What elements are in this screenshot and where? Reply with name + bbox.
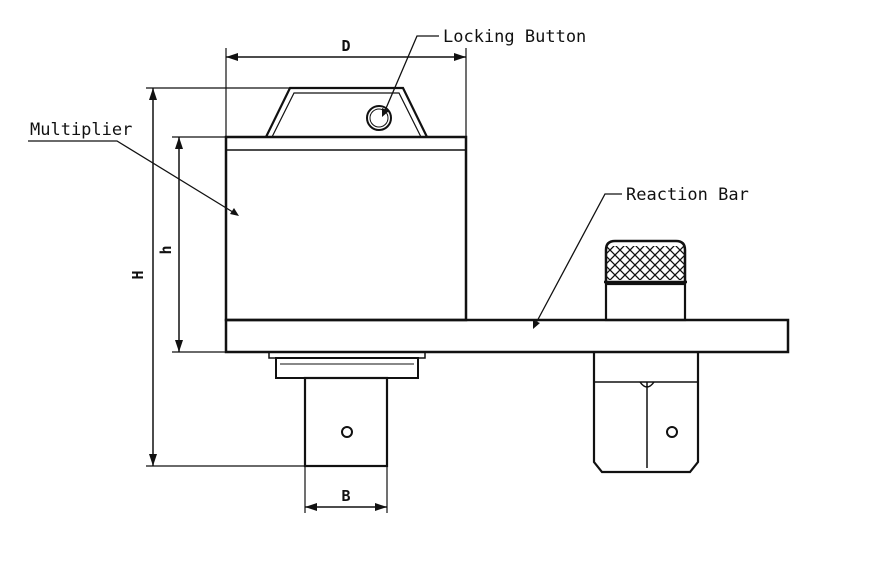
- dimension-h-body: [172, 136, 226, 353]
- reaction-bar: [224, 318, 790, 354]
- locking-button-label: Locking Button: [443, 27, 586, 47]
- reaction-bar-leader: [533, 193, 622, 329]
- dimension-d-label: D: [341, 37, 350, 55]
- locking-button: [366, 105, 392, 131]
- locking-button-leader: [382, 35, 439, 117]
- reaction-socket: [592, 352, 700, 474]
- locking-button-housing: [265, 86, 428, 138]
- knurled-knob: [604, 239, 687, 322]
- reaction-bar-label: Reaction Bar: [626, 185, 749, 205]
- output-drive: [268, 351, 426, 468]
- dimension-d: [225, 48, 467, 137]
- dimension-h-body-label: h: [157, 245, 175, 254]
- dimension-b: [304, 466, 388, 513]
- multiplier-leader: [28, 140, 239, 216]
- dimension-b-label: B: [341, 487, 350, 505]
- multiplier-label: Multiplier: [30, 120, 132, 140]
- dimension-h-overall-label: H: [129, 270, 147, 279]
- multiplier-body: [224, 135, 468, 322]
- dimension-h-overall: [146, 87, 305, 467]
